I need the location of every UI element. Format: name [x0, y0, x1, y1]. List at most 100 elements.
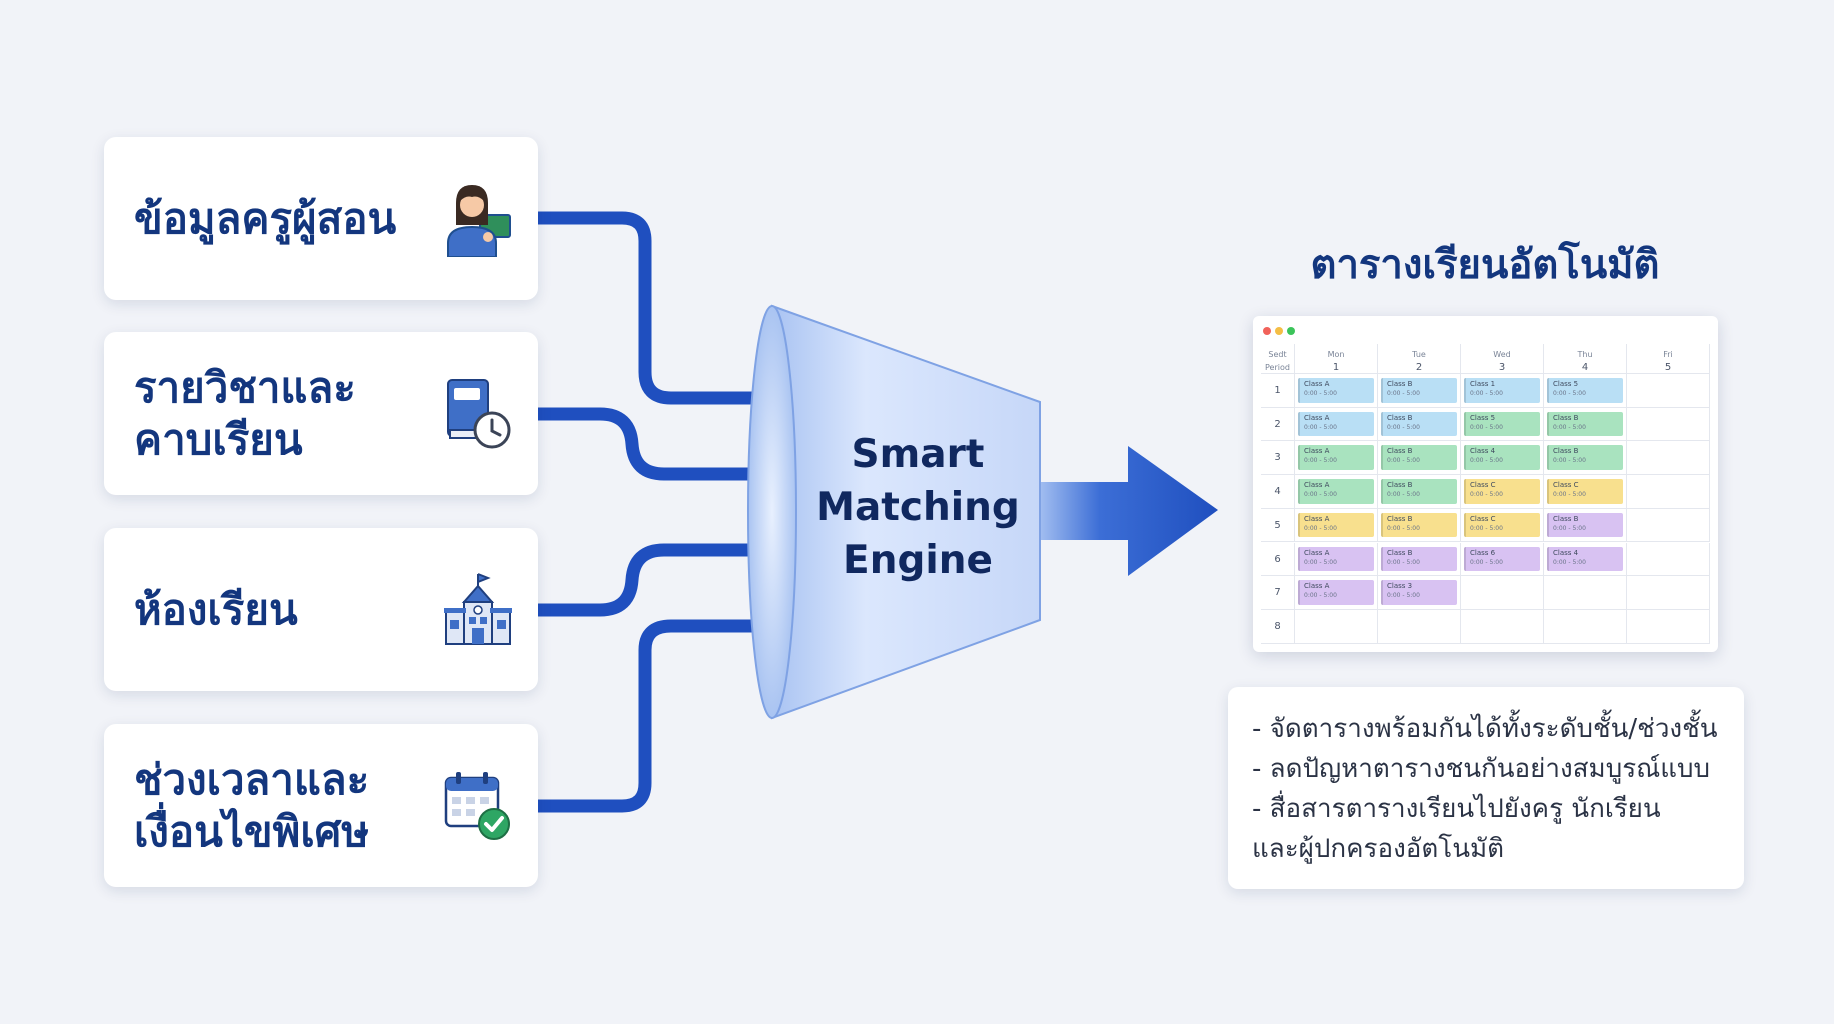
timetable-cell	[1544, 576, 1627, 610]
day-name: Wed	[1493, 350, 1511, 359]
class-slot-time: 0:00 - 5:00	[1470, 457, 1503, 465]
class-slot-time: 0:00 - 5:00	[1470, 423, 1503, 431]
class-slot-time: 0:00 - 5:00	[1304, 524, 1337, 532]
window-zoom-dot	[1287, 327, 1295, 335]
timetable-cell	[1627, 441, 1710, 476]
day-name: Tue	[1412, 350, 1426, 359]
corner-label: Period	[1265, 363, 1290, 372]
period-number: 5	[1261, 508, 1295, 543]
class-slot-time: 0:00 - 5:00	[1304, 592, 1337, 600]
input-card-label: ช่วงเวลาและ เงื่อนไขพิเศษ	[134, 754, 370, 856]
connector-teacher	[538, 211, 790, 405]
period-number: 7	[1261, 576, 1295, 610]
class-slot: Class 5 0:00 - 5:00	[1547, 378, 1623, 403]
engine-label: Smart Matching Engine	[816, 432, 1020, 583]
period-number: 6	[1261, 542, 1295, 577]
day-number: 4	[1581, 362, 1589, 373]
input-card-label: รายวิชาและ คาบเรียน	[134, 362, 356, 464]
class-slot-time: 0:00 - 5:00	[1304, 457, 1337, 465]
class-slot-title: Class 5	[1553, 380, 1579, 388]
class-slot-time: 0:00 - 5:00	[1553, 390, 1586, 397]
class-slot-title: Class A	[1304, 481, 1330, 490]
output-arrow	[1036, 446, 1218, 576]
class-slot-time: 0:00 - 5:00	[1387, 491, 1420, 499]
benefit-item: - สื่อสารตารางเรียนไปยังครู นักเรียน และ…	[1252, 794, 1661, 864]
input-card-conditions: ช่วงเวลาและ เงื่อนไขพิเศษ	[104, 724, 538, 887]
input-card-subjects: รายวิชาและ คาบเรียน	[104, 332, 538, 495]
timetable-cell	[1627, 576, 1710, 610]
class-slot-time: 0:00 - 5:00	[1470, 558, 1503, 566]
class-slot-title: Class A	[1304, 447, 1330, 456]
window-close-dot	[1263, 327, 1271, 335]
class-slot-title: Class A	[1304, 548, 1330, 557]
class-slot-time: 0:00 - 5:00	[1470, 524, 1503, 532]
timetable-cell	[1461, 576, 1544, 610]
day-number: 1	[1332, 362, 1340, 373]
teacher-icon	[447, 184, 511, 257]
calendar-check-icon	[444, 771, 510, 840]
input-card-teacher: ข้อมูลครูผู้สอน	[104, 137, 538, 300]
class-slot-time: 0:00 - 5:00	[1304, 558, 1337, 566]
funnel-mouth	[747, 305, 797, 719]
class-slot-title: Class B	[1387, 380, 1413, 388]
class-slot-title: Class B	[1553, 514, 1579, 523]
class-slot-title: Class B	[1387, 413, 1413, 422]
timetable-cell: Class 5 0:00 - 5:00	[1544, 374, 1627, 408]
day-name: Mon	[1327, 350, 1345, 359]
timetable-cell	[1461, 609, 1544, 644]
timetable-cell	[1378, 609, 1461, 644]
class-slot-time: 0:00 - 5:00	[1470, 390, 1503, 397]
class-slot-title: Class A	[1304, 413, 1330, 422]
class-slot-title: Class 3	[1387, 582, 1413, 591]
class-slot-title: Class B	[1553, 413, 1579, 422]
day-header: Mon 1	[1295, 344, 1378, 374]
class-slot-time: 0:00 - 5:00	[1553, 524, 1586, 532]
period-number: 2	[1261, 407, 1295, 442]
period-number: 3	[1261, 441, 1295, 476]
timetable-cell	[1627, 609, 1710, 644]
class-slot-title: Class B	[1387, 447, 1413, 456]
timetable-cell	[1544, 609, 1627, 644]
class-slot-title: Class A	[1304, 582, 1330, 591]
timetable-cell	[1627, 508, 1710, 543]
school-building-icon	[444, 572, 512, 645]
corner-label: Sedt	[1268, 350, 1287, 359]
class-slot-time: 0:00 - 5:00	[1553, 491, 1586, 499]
input-card-label: ข้อมูลครูผู้สอน	[134, 193, 397, 243]
period-number: 1	[1261, 374, 1295, 408]
input-card-label: ห้องเรียน	[134, 584, 298, 634]
class-slot-title: Class B	[1387, 514, 1413, 523]
output-title: ตารางเรียนอัตโนมัติ	[1310, 242, 1660, 288]
class-slot-title: Class C	[1553, 481, 1579, 490]
day-number: 5	[1664, 362, 1672, 373]
class-slot-time: 0:00 - 5:00	[1387, 558, 1420, 566]
